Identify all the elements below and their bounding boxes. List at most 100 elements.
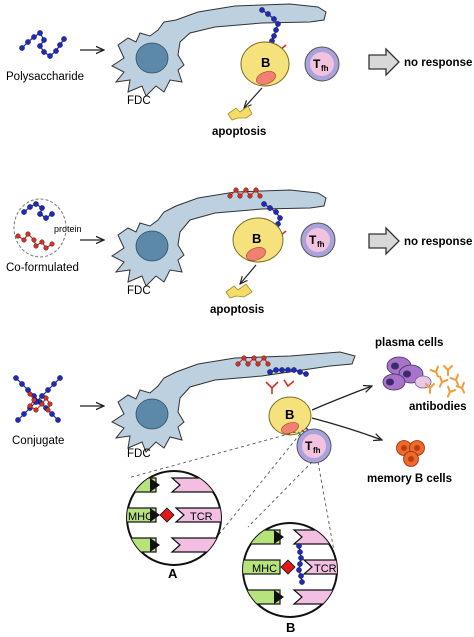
bead xyxy=(47,401,53,407)
b-cell-label: B xyxy=(285,407,294,422)
bead xyxy=(251,355,257,361)
bead xyxy=(285,367,291,373)
bead xyxy=(243,187,249,193)
peptide-diamond xyxy=(280,559,296,575)
bead xyxy=(43,215,49,221)
b-cell: B xyxy=(240,41,290,87)
apoptosis-label: apoptosis xyxy=(212,126,266,138)
plasma-cells xyxy=(382,356,432,391)
fdc-cell xyxy=(111,351,356,453)
tfh-cell: T fh xyxy=(300,222,336,258)
zoom-b-label: B xyxy=(286,620,295,635)
bead xyxy=(241,355,247,361)
bead xyxy=(227,193,233,199)
plasma-cells-label: plasma cells xyxy=(375,337,443,349)
bead xyxy=(45,387,51,393)
fdc-label: FDC xyxy=(127,95,151,107)
bead xyxy=(233,187,239,193)
glycan-chain xyxy=(296,543,305,585)
apoptosis-blob xyxy=(225,283,253,299)
bead xyxy=(291,367,297,373)
no-response-label: no response xyxy=(404,236,472,248)
antibody-icons xyxy=(425,365,466,398)
antibody-icon xyxy=(455,381,466,394)
tfh-label: T xyxy=(305,439,313,453)
fdc-label: FDC xyxy=(127,285,151,297)
b-cell-label: B xyxy=(261,55,270,70)
bead xyxy=(257,193,263,199)
bead xyxy=(47,53,53,59)
bead xyxy=(273,209,279,215)
bead xyxy=(19,45,25,51)
bead xyxy=(296,567,302,573)
bead xyxy=(25,231,31,237)
bead xyxy=(303,371,309,377)
b-cell-label: B xyxy=(252,231,261,246)
bead xyxy=(41,37,47,43)
fate-arrow xyxy=(244,87,263,108)
b-cell: B xyxy=(232,217,284,263)
tcr-label: TCR xyxy=(190,511,213,523)
bead xyxy=(19,381,25,387)
mhc-chevrons xyxy=(274,530,284,604)
bead xyxy=(265,11,271,17)
bead xyxy=(267,205,273,211)
bead xyxy=(49,241,55,247)
bead xyxy=(33,243,39,249)
bead xyxy=(27,204,33,210)
bead xyxy=(237,193,243,199)
bead xyxy=(259,7,265,13)
bead xyxy=(49,411,55,417)
bead xyxy=(255,361,261,367)
fdc-nucleus xyxy=(135,398,169,430)
peptide-diamond xyxy=(159,507,175,523)
bead xyxy=(297,369,303,375)
fdc-nucleus xyxy=(135,230,169,262)
polysaccharide-chain-icon xyxy=(19,30,67,59)
row-polysaccharide: Polysaccharide FDC B T fh apoptosis n xyxy=(6,3,472,138)
mhc-chevrons xyxy=(150,478,160,552)
antibodies-label: antibodies xyxy=(409,401,467,413)
fdc-cell xyxy=(111,3,327,97)
bead xyxy=(61,36,67,42)
polysaccharide-on-fdc xyxy=(259,7,281,44)
protein-on-fdc xyxy=(235,355,271,367)
polysaccharide-chain-icon xyxy=(21,201,55,221)
plasma-arrow xyxy=(311,386,372,411)
bead xyxy=(247,193,253,199)
bead xyxy=(273,367,279,373)
bead xyxy=(33,407,39,413)
conjugate-label: Conjugate xyxy=(12,435,64,447)
bead xyxy=(279,367,285,373)
bead xyxy=(55,417,61,423)
bead xyxy=(15,417,21,423)
bead xyxy=(53,48,59,54)
memory-b-cells-label: memory B cells xyxy=(367,473,452,485)
bead xyxy=(261,355,267,361)
fate-arrow xyxy=(240,264,257,284)
tfh-label: T xyxy=(309,233,317,247)
zoom-circle-b: MHC TCR xyxy=(242,522,338,618)
row-co-formulated: protein Co-formulated FDC B T fh apoptos… xyxy=(6,187,472,316)
mhc-label: MHC xyxy=(252,563,277,575)
polysaccharide-on-fdc xyxy=(267,367,309,377)
bead xyxy=(21,237,27,243)
antibody-icon xyxy=(443,365,453,376)
bead xyxy=(57,42,63,48)
bead xyxy=(39,239,45,245)
bead xyxy=(271,33,277,39)
antibody-icon xyxy=(429,365,440,378)
bead xyxy=(39,401,45,407)
bead xyxy=(273,27,279,33)
bead xyxy=(25,39,31,45)
protein-on-fdc xyxy=(227,187,263,199)
bead xyxy=(27,403,33,409)
mhc-label: MHC xyxy=(128,511,153,523)
bead xyxy=(245,361,251,367)
co-formulated-label: Co-formulated xyxy=(6,262,79,274)
memory-arrow xyxy=(311,417,382,440)
no-response-label: no response xyxy=(404,57,472,69)
bead xyxy=(267,369,273,375)
bead xyxy=(21,411,27,417)
